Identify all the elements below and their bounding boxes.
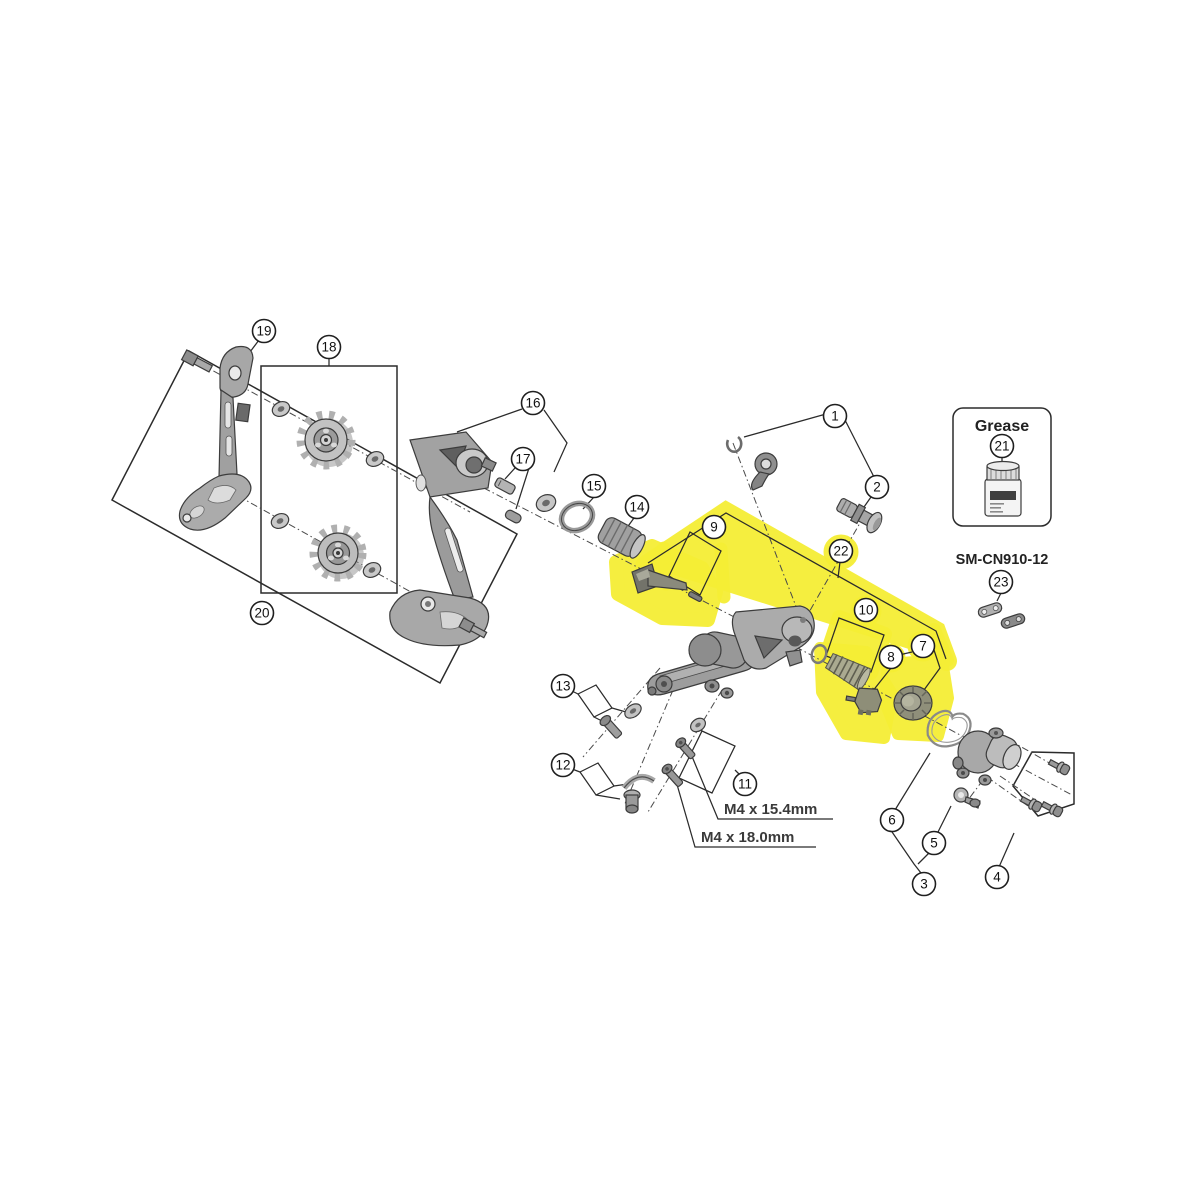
inner-plate xyxy=(178,345,254,531)
leader-m4-short xyxy=(690,753,833,820)
m4-washer xyxy=(689,717,707,733)
clutch-switch-unit xyxy=(845,687,883,716)
bolt-spec-long-label: M4 x 18.0mm xyxy=(701,829,794,846)
pulley-washers xyxy=(270,401,385,578)
svg-text:11: 11 xyxy=(738,777,752,792)
tension-pulley xyxy=(309,524,367,582)
svg-text:18: 18 xyxy=(321,340,336,355)
chain-model-label: SM-CN910-12 xyxy=(956,552,1049,568)
svg-text:19: 19 xyxy=(256,324,271,339)
leader-m4-long xyxy=(675,780,816,848)
callout-12: 12 xyxy=(550,752,576,778)
case-fixing-bolt xyxy=(1040,800,1064,818)
plate-fixing-bolt-upper xyxy=(180,349,214,373)
svg-text:15: 15 xyxy=(586,479,601,494)
svg-text:14: 14 xyxy=(629,500,645,515)
svg-text:4: 4 xyxy=(993,870,1001,885)
bracket-axle-hook xyxy=(725,435,778,491)
callout-6: 6 xyxy=(879,807,905,833)
svg-text:23: 23 xyxy=(993,575,1008,590)
m4-bolt-short xyxy=(675,737,696,760)
bracket-axle-unit xyxy=(836,498,883,534)
stopper-pin xyxy=(687,591,703,602)
derailleur-body xyxy=(647,605,815,699)
svg-text:2: 2 xyxy=(873,480,881,495)
callout-8: 8 xyxy=(878,644,904,670)
callout-15: 15 xyxy=(581,473,607,499)
chain-quick-link xyxy=(977,602,1026,629)
svg-text:17: 17 xyxy=(515,452,530,467)
svg-text:10: 10 xyxy=(858,603,873,618)
callouts: 1 2 3 4 5 6 7 8 9 10 11 12 13 14 15 16 1… xyxy=(249,318,1015,897)
callout-4: 4 xyxy=(984,864,1010,890)
adjust-bolt xyxy=(623,789,641,814)
callout-10: 10 xyxy=(853,597,879,623)
wire-stopper-lever xyxy=(953,787,981,809)
outer-plate-assembly xyxy=(389,431,497,647)
case-fixing-bolt xyxy=(1047,758,1071,776)
callout-18: 18 xyxy=(316,334,342,360)
group-box-20 xyxy=(111,349,518,685)
callout-3: 3 xyxy=(911,871,937,897)
cage-stopper-lever xyxy=(631,563,688,594)
svg-text:22: 22 xyxy=(833,544,848,559)
svg-text:6: 6 xyxy=(888,813,896,828)
pivot-washer xyxy=(624,703,642,719)
callout-7: 7 xyxy=(910,633,936,659)
svg-text:3: 3 xyxy=(920,877,928,892)
callout-14: 14 xyxy=(624,494,650,520)
grease-jar xyxy=(984,460,1022,517)
grease-box xyxy=(952,407,1052,527)
plate-washer xyxy=(535,494,557,512)
svg-text:1: 1 xyxy=(831,409,839,424)
spring-washer xyxy=(621,773,656,790)
callout-21: 21 xyxy=(989,433,1015,459)
callout-22: 22 xyxy=(828,538,854,564)
callout-16: 16 xyxy=(520,390,546,416)
adjust-cap xyxy=(893,685,933,721)
callout-5: 5 xyxy=(921,830,947,856)
m4-bolt-long xyxy=(661,763,684,787)
callout-19: 19 xyxy=(251,318,277,344)
grease-label: Grease xyxy=(975,418,1029,435)
callout-23: 23 xyxy=(988,569,1014,595)
plate-roller xyxy=(504,509,522,524)
svg-text:5: 5 xyxy=(930,836,938,851)
guide-pulley xyxy=(296,410,356,470)
case-fixing-bolt xyxy=(1019,795,1043,813)
pivot-bolt xyxy=(599,714,623,739)
svg-text:13: 13 xyxy=(555,679,570,694)
svg-text:12: 12 xyxy=(555,758,570,773)
svg-text:16: 16 xyxy=(525,396,540,411)
callout-20: 20 xyxy=(249,600,275,626)
svg-text:7: 7 xyxy=(919,639,927,654)
callout-9: 9 xyxy=(701,514,727,540)
svg-text:20: 20 xyxy=(254,606,269,621)
plate-pin xyxy=(494,477,516,495)
svg-text:21: 21 xyxy=(994,439,1009,454)
o-ring xyxy=(810,643,828,665)
callout-1: 1 xyxy=(822,403,848,429)
snap-ring xyxy=(558,500,596,534)
stopper-barrel xyxy=(597,517,646,559)
callout-2: 2 xyxy=(864,474,890,500)
callout-17: 17 xyxy=(510,446,536,472)
tension-spring xyxy=(824,652,871,691)
callout-13: 13 xyxy=(550,673,576,699)
bolt-spec-short-label: M4 x 15.4mm xyxy=(724,801,817,818)
svg-text:8: 8 xyxy=(887,650,895,665)
callout-11: 11 xyxy=(732,771,758,797)
motor-case-unit xyxy=(952,727,1022,786)
case-gasket xyxy=(926,709,972,748)
svg-text:9: 9 xyxy=(710,520,718,535)
